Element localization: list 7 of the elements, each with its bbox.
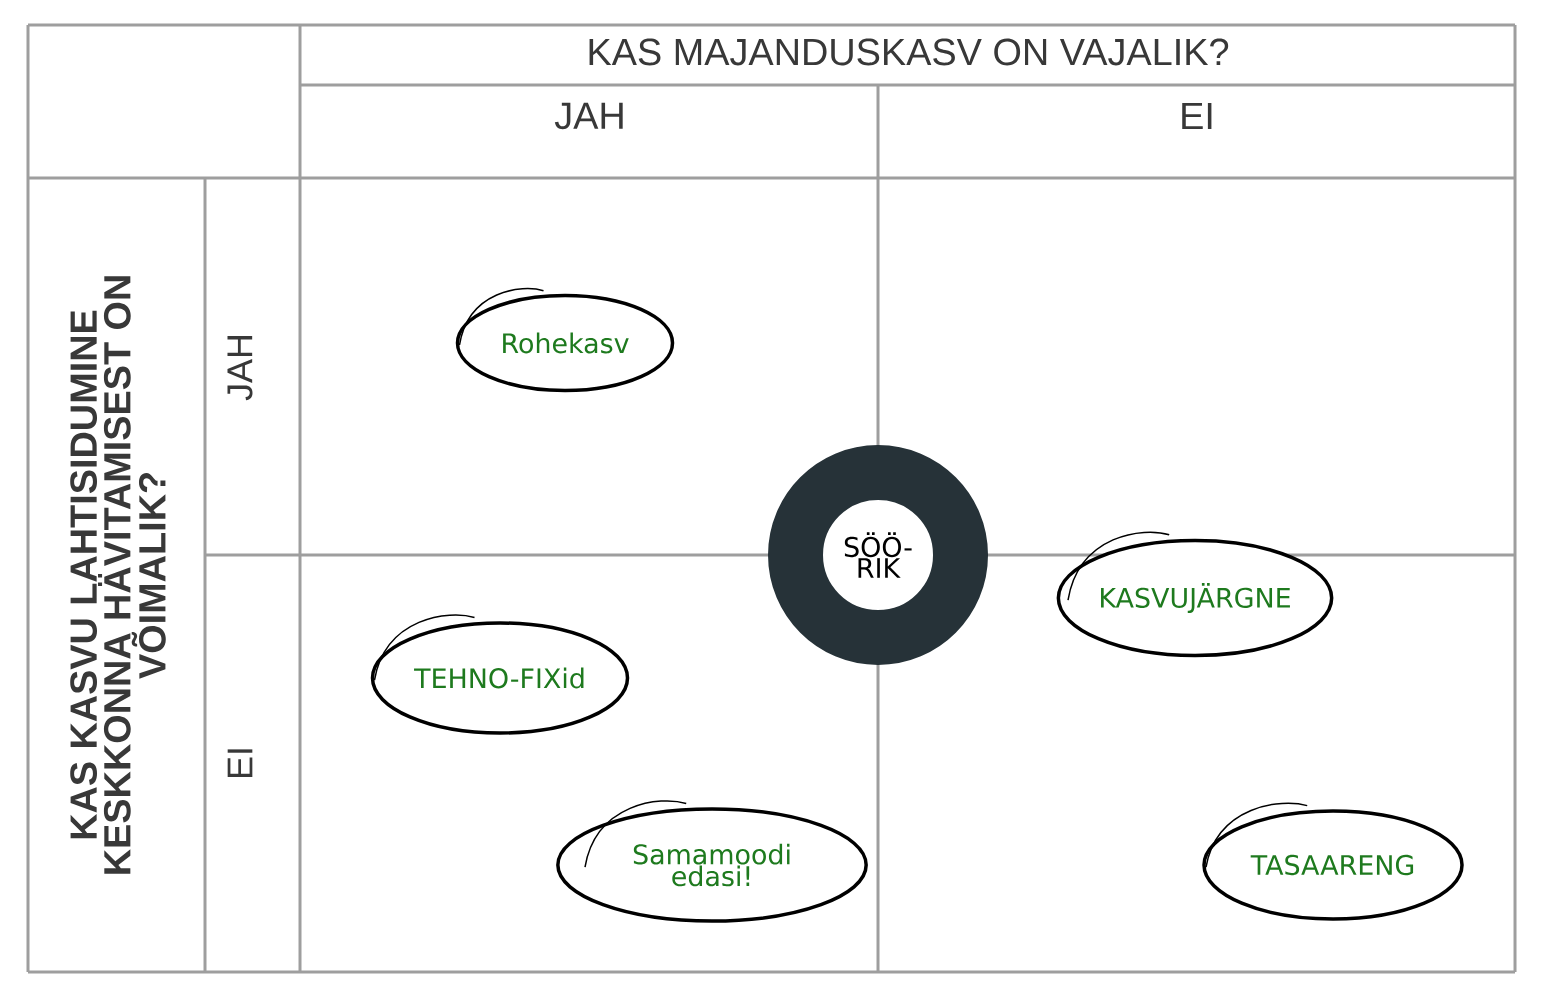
header-label: EI	[1182, 103, 1212, 130]
header-label: JAH	[554, 102, 623, 130]
heading: KAS MAJANDUSKASV ON VAJALIK?	[589, 38, 1229, 66]
heading: KAS KASVU LAHTISIDUMINE KESKKONNA HÄVITAMISEST ON VÕIMALIK?	[70, 276, 166, 874]
node-label: SÖÖ-RIK	[844, 532, 912, 578]
header-label: EI	[227, 749, 253, 777]
header-label: JAH	[227, 336, 253, 401]
